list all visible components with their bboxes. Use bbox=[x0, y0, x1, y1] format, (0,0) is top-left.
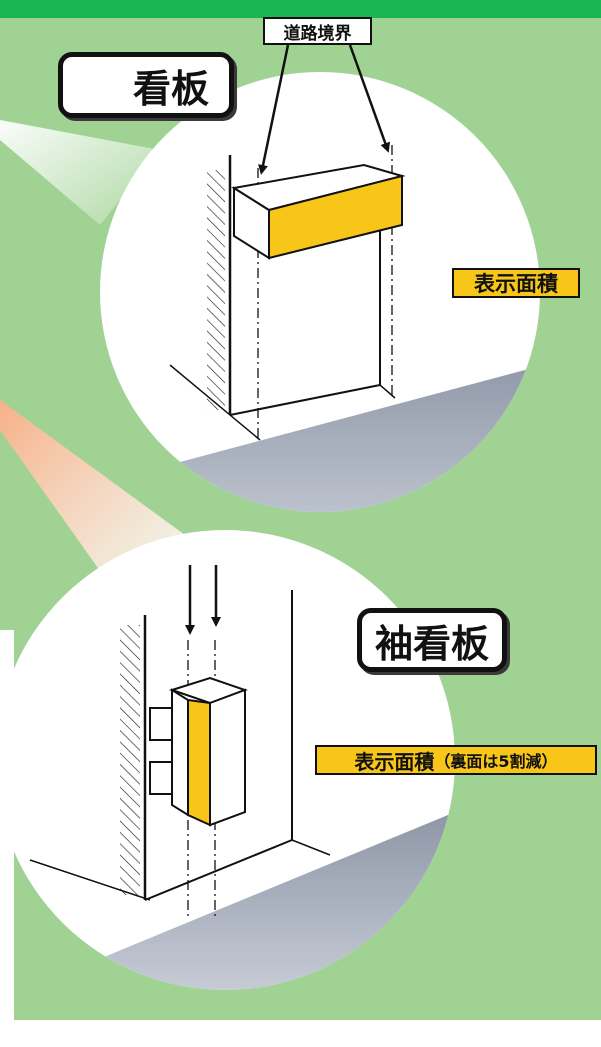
bracket-lower bbox=[149, 761, 173, 795]
wall-hatch-bottom bbox=[120, 625, 140, 895]
road-boundary-label: 道路境界 bbox=[263, 17, 372, 45]
display-area-label-top: 表示面積 bbox=[452, 268, 580, 298]
top-light-beam bbox=[0, 120, 160, 225]
bottom-margin bbox=[0, 1020, 601, 1047]
boundary-arrow-right bbox=[348, 44, 391, 153]
road-surface-bottom bbox=[0, 810, 455, 990]
signboard-display-face bbox=[268, 174, 403, 260]
display-area-text: 表示面積 bbox=[354, 749, 435, 774]
display-area-note: （裏面は5割減） bbox=[434, 752, 558, 771]
sleeve-signboard-detail-circle bbox=[0, 530, 455, 990]
bracket-upper bbox=[149, 707, 173, 741]
signboard-title-text: 看板 bbox=[132, 66, 209, 111]
boundary-arrow-left bbox=[258, 44, 290, 175]
signboard-title: 看板 bbox=[58, 52, 234, 118]
top-band bbox=[0, 0, 601, 18]
sleeve-sign-front bbox=[171, 688, 189, 817]
sleeve-sign-display-face bbox=[187, 698, 211, 827]
wall-hatch bbox=[207, 170, 225, 410]
sleeve-sign-side bbox=[209, 688, 246, 827]
bottom-light-beam bbox=[0, 400, 185, 585]
sleeve-signboard-title: 袖看板 bbox=[357, 608, 507, 672]
display-area-label-bottom: 表示面積（裏面は5割減） bbox=[315, 745, 597, 775]
